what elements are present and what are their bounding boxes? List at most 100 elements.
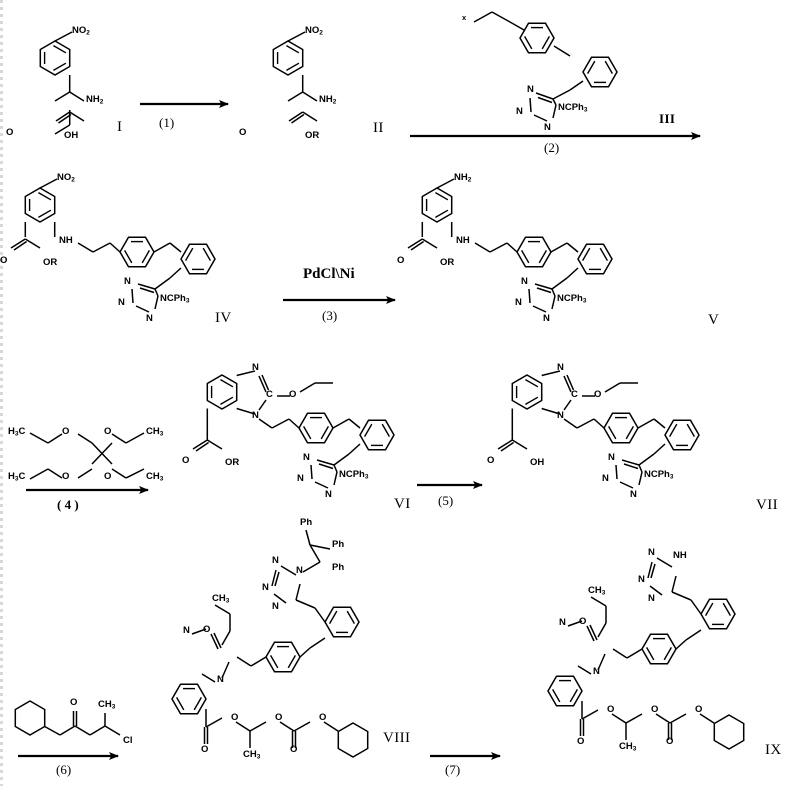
- atom-nitrogen-IX-b: N: [638, 574, 645, 585]
- atom-nitrogen-IX-c: N: [648, 593, 655, 604]
- atom-nitrogen-III-a: N: [527, 84, 534, 95]
- reagent-oxygen-3: O: [62, 471, 70, 482]
- atom-oxygen-VI-carbonyl: O: [182, 455, 190, 466]
- compound-label-IX: IX: [765, 742, 782, 758]
- step-number-7: (7): [445, 762, 461, 777]
- compound-label-V: V: [708, 312, 720, 328]
- compound-label-IV: IV: [215, 310, 232, 326]
- reagent-label-pdcl-ni: PdCl\Ni: [303, 266, 355, 282]
- atom-nitrogen-VIII-n1: N: [296, 565, 303, 576]
- atom-nitrogen-IV-a: N: [124, 276, 131, 287]
- compound-label-VIII: VIII: [383, 730, 411, 746]
- atom-oxygen-VIII-carbonate: O: [290, 744, 298, 755]
- reagent-chloroethyl-ketone: [14, 700, 121, 736]
- atom-nitrogen-VI-imidazole: N: [252, 362, 259, 373]
- atom-amino-II: NH2: [319, 94, 337, 106]
- structure-VIII: [171, 529, 369, 758]
- atom-trityl-tetrazole-V: NCPh3: [557, 293, 587, 305]
- structure-V: [407, 178, 613, 313]
- step-number-4: ( 4 ): [57, 497, 79, 512]
- atom-oxygen-VIII-ether: O: [203, 624, 211, 635]
- atom-nitrogen-VI-b: N: [297, 473, 304, 484]
- reagent-oxygen-4: O: [104, 471, 112, 482]
- atom-nitrogen-V-b: N: [515, 297, 522, 308]
- atom-nitrogen-VII-a: N: [608, 452, 615, 463]
- atom-nitrogen-IV-b: N: [118, 297, 125, 308]
- atom-nitrogen-III-b: N: [516, 106, 523, 117]
- atom-oxygen-IX-ester1: O: [607, 704, 615, 715]
- atom-ester-or-V: OR: [440, 257, 455, 268]
- atom-ester-or-II: OR: [305, 130, 320, 141]
- atom-nitrogen-VII-b: N: [602, 473, 609, 484]
- structure-II: [272, 31, 318, 124]
- atom-nitrogen-VIII-nbz: N: [217, 674, 224, 685]
- atom-oxygen-VIII-ester3: O: [319, 712, 327, 723]
- atom-trityl-tetrazole-III: NCPh3: [558, 102, 588, 114]
- atom-nitrogen-IV-c: N: [146, 313, 153, 324]
- structure-VII: [497, 370, 700, 489]
- atom-oxygen-VIII-ester2: O: [275, 712, 283, 723]
- atom-nitrogen-VII-n1: N: [557, 410, 564, 421]
- atom-oxygen-VII-carbonyl: O: [487, 455, 495, 466]
- structure-IV: [10, 178, 216, 315]
- atom-oxygen-II: O: [239, 127, 247, 138]
- atom-oxygen-VIII-carbonyl: O: [201, 744, 209, 755]
- atom-phenyl-VIII-a: Ph: [300, 517, 313, 528]
- atom-oxygen-V: O: [397, 255, 405, 266]
- reagent-oxygen-2: O: [104, 426, 112, 437]
- compound-label-VII: VII: [756, 497, 779, 513]
- reagent-methyl-right-1: CH3: [146, 426, 164, 438]
- step-number-3: (3): [322, 308, 338, 323]
- atom-carbon-VII: C: [571, 389, 578, 400]
- atom-nitrogen-V-c: N: [543, 313, 550, 324]
- atom-carbon-VI: C: [266, 389, 273, 400]
- atom-nitrogen-V-a: N: [521, 276, 528, 287]
- atom-ester-or-VI: OR: [225, 457, 240, 468]
- compound-label-VI: VI: [394, 496, 411, 512]
- atom-nitrogen-III-c: N: [544, 122, 551, 133]
- step-number-1: (1): [159, 115, 175, 130]
- atom-leaving-group-III: x: [462, 13, 467, 22]
- reagent-methyl-left-1: H3C: [8, 426, 26, 438]
- atom-nitro-I: NO2: [72, 25, 90, 37]
- atom-amine-nh-IV: NH: [59, 235, 73, 246]
- reagent-chlorine: Cl: [123, 735, 133, 746]
- atom-nitrogen-IX-a: N: [648, 547, 655, 558]
- atom-oxygen-IX-ether: O: [579, 616, 587, 627]
- atom-nitrogen-VIII-imidazole: N: [183, 625, 190, 636]
- atom-amino-I: NH2: [86, 94, 104, 106]
- atom-hydroxyl-I: OH: [64, 130, 79, 141]
- atom-amino-V: NH2: [454, 172, 472, 184]
- atom-oxygen-IV: O: [0, 255, 8, 266]
- atom-phenyl-VIII-b: Ph: [332, 539, 345, 550]
- atom-methyl-IX-ethoxy: CH3: [588, 585, 606, 597]
- reagent-orthocarbonate: [29, 432, 145, 480]
- atom-nitrogen-VI-a: N: [303, 452, 310, 463]
- step-number-5: (5): [438, 493, 454, 508]
- atom-nitrogen-IX-nbz: N: [593, 666, 600, 677]
- step-number-2: (2): [544, 140, 560, 155]
- atom-oxygen-VI-ether: O: [289, 389, 297, 400]
- atom-amine-nh-V: NH: [456, 235, 470, 246]
- atom-oxygen-VIII-ester1: O: [231, 712, 239, 723]
- atom-methyl-IX-chain: CH3: [619, 741, 637, 753]
- atom-oxygen-VII-ether: O: [594, 389, 602, 400]
- atom-trityl-tetrazole-VI: NCPh3: [339, 469, 369, 481]
- reagent-methyl-left-2: H3C: [8, 471, 26, 483]
- atom-oxygen-IX-ester3: O: [695, 704, 703, 715]
- atom-trityl-tetrazole-VII: NCPh3: [644, 469, 674, 481]
- atom-oxygen-IX-carbonyl: O: [577, 736, 585, 747]
- atom-nitrogen-VII-c: N: [630, 489, 637, 500]
- atom-nitrogen-VII-imidazole: N: [557, 362, 564, 373]
- reagent-oxygen-1: O: [62, 426, 70, 437]
- atom-nitrogen-VIII-c: N: [272, 601, 279, 612]
- reagent-methyl-chloroethyl: CH3: [98, 699, 116, 711]
- atom-nitrogen-VIII-a: N: [272, 555, 279, 566]
- atom-phenyl-VIII-c: Ph: [332, 562, 345, 573]
- atom-nitrogen-VI-n1: N: [252, 410, 259, 421]
- reagent-methyl-right-2: CH3: [146, 471, 164, 483]
- atom-tetrazole-nh-IX: NH: [673, 550, 687, 561]
- structure-VI: [192, 370, 395, 489]
- atom-methyl-VIII-chain: CH3: [243, 749, 261, 761]
